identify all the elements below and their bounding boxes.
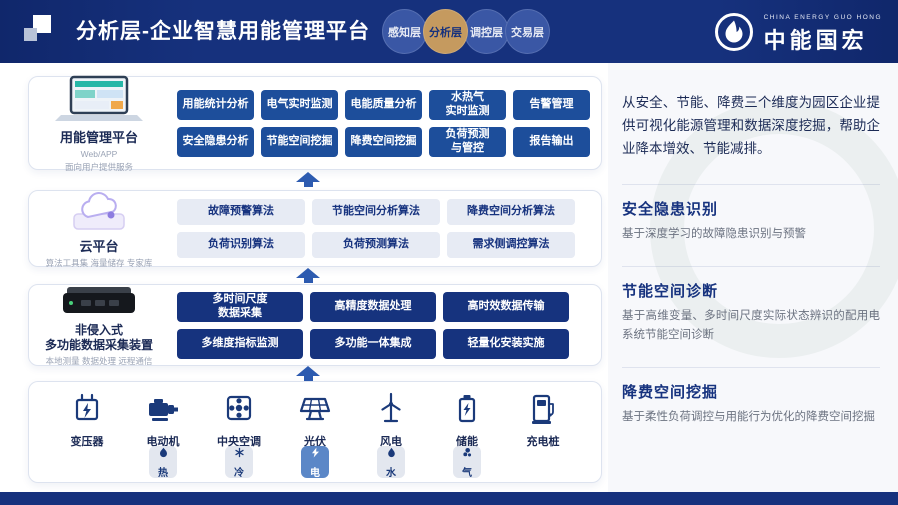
cloud-subtitle: 算法工具集 海量储存 专家库: [45, 257, 153, 268]
data-collector-icon: [55, 287, 143, 322]
algorithm-chip: 需求侧调控算法: [447, 232, 575, 258]
section-title: 安全隐患识别: [622, 200, 719, 218]
hvac-icon: [222, 391, 256, 430]
section-cost-reduction: 降费空间挖掘 基于柔性负荷调控与用能行为优化的降费空间挖掘: [622, 366, 880, 426]
heat-icon: [158, 445, 169, 463]
collector-chip: 高时效数据传输: [443, 291, 569, 322]
collector-chip: 多时间尺度 数据采集: [177, 291, 303, 322]
energy-badge-gas: 气: [453, 445, 481, 479]
feature-chip: 安全隐患分析: [177, 126, 254, 157]
section-title: 降费空间挖掘: [622, 383, 719, 401]
equipment-panel: 变压器 电动机: [28, 381, 602, 483]
collector-chip: 轻量化安装实施: [443, 328, 569, 359]
collector-panel: 非侵入式 多功能数据采集装置 本地测量 数据处理 远程通信 多时间尺度 数据采集…: [28, 284, 602, 366]
equipment-item: 储能: [429, 391, 505, 449]
tab-analysis-layer[interactable]: 分析层: [423, 9, 468, 54]
algorithm-chip: 负荷预测算法: [312, 232, 440, 258]
footer-bar: [0, 492, 898, 505]
charging-pile-icon: [526, 391, 560, 430]
collector-chip: 多维度指标监测: [177, 328, 303, 359]
collector-title: 非侵入式 多功能数据采集装置: [44, 323, 153, 353]
energy-badge-cold: 冷: [225, 445, 253, 479]
section-energy-saving: 节能空间诊断 基于高维变量、多时间尺度实际状态辨识的配用电系统节能空间诊断: [622, 266, 880, 344]
up-arrow-icon: [296, 268, 320, 283]
section-body: 基于深度学习的故障隐患识别与预警: [622, 227, 806, 240]
cloud-algorithms: 故障预警算法 节能空间分析算法 降费空间分析算法 负荷识别算法 负荷预测算法 需…: [169, 191, 601, 266]
platform-panel: 用能管理平台 Web/APP 面向用户提供服务 用能统计分析 电气实时监测 电能…: [28, 75, 602, 172]
motor-icon: [146, 391, 180, 430]
collector-chip: 多功能一体集成: [310, 328, 436, 359]
collector-panel-label: 非侵入式 多功能数据采集装置 本地测量 数据处理 远程通信: [29, 282, 169, 368]
platform-features: 用能统计分析 电气实时监测 电能质量分析 水热气 实时监测 告警管理 安全隐患分…: [169, 82, 601, 165]
collector-subtitle: 本地测量 数据处理 远程通信: [45, 356, 153, 367]
gas-icon: [462, 445, 473, 463]
algorithm-chip: 负荷识别算法: [177, 232, 305, 258]
company-name: CHINA ENERGY GUO HONG 中能国宏: [764, 14, 882, 55]
solar-panel-icon: [298, 391, 332, 430]
section-title: 节能空间诊断: [622, 283, 719, 301]
collector-chip: 高精度数据处理: [310, 291, 436, 322]
water-icon: [386, 445, 397, 463]
feature-chip: 告警管理: [513, 89, 590, 120]
section-body: 基于高维变量、多时间尺度实际状态辨识的配用电系统节能空间诊断: [622, 310, 880, 341]
feature-chip: 负荷预测 与管控: [429, 126, 506, 157]
energy-badge-water: 水: [377, 445, 405, 479]
intro-paragraph: 从安全、节能、降费三个维度为园区企业提供可视化能源管理和数据深度挖掘，帮助企业降…: [622, 95, 880, 156]
battery-icon: [450, 391, 484, 430]
slide-logo-icon: [24, 15, 58, 47]
up-arrow-icon: [296, 172, 320, 187]
feature-chip: 电能质量分析: [345, 89, 422, 120]
electricity-icon: [310, 445, 321, 463]
cloud-panel: 云平台 算法工具集 海量储存 专家库 故障预警算法 节能空间分析算法 降费空间分…: [28, 188, 602, 270]
algorithm-chip: 故障预警算法: [177, 199, 305, 225]
tab-trading-layer[interactable]: 交易层: [505, 9, 550, 54]
feature-chip: 电气实时监测: [261, 89, 338, 120]
cloud-panel-label: 云平台 算法工具集 海量储存 专家库: [29, 188, 169, 270]
cloud-title: 云平台: [79, 238, 119, 254]
feature-chip: 用能统计分析: [177, 89, 254, 120]
cloud-platform-icon: [62, 191, 136, 238]
cold-icon: [234, 445, 245, 463]
equipment-item: 变压器: [49, 391, 125, 449]
page-title: 分析层-企业智慧用能管理平台: [76, 20, 370, 43]
platform-panel-label: 用能管理平台 Web/APP 面向用户提供服务: [29, 73, 169, 174]
algorithm-chip: 降费空间分析算法: [447, 199, 575, 225]
section-safety: 安全隐患识别 基于深度学习的故障隐患识别与预警: [622, 183, 880, 243]
logo-square-white: [33, 15, 51, 33]
company-name-cn: 中能国宏: [763, 28, 868, 53]
feature-chip: 降费空间挖掘: [345, 126, 422, 157]
laptop-icon: [51, 75, 147, 129]
equipment-item: 光伏: [277, 391, 353, 449]
feature-chip: 报告输出: [513, 126, 590, 157]
layer-tabs: 感知层 分析层 调控层 交易层: [382, 9, 550, 54]
energy-badge-electricity: 电: [301, 445, 329, 479]
algorithm-chip: 节能空间分析算法: [312, 199, 440, 225]
collector-features: 多时间尺度 数据采集 高精度数据处理 高时效数据传输 多维度指标监测 多功能一体…: [169, 284, 601, 367]
equipment-item: 中央空调: [201, 391, 277, 449]
equipment-item: 充电桩: [505, 391, 581, 449]
feature-chip: 水热气 实时监测: [429, 89, 506, 120]
header: 分析层-企业智慧用能管理平台 感知层 分析层 调控层 交易层 CHINA ENE…: [0, 0, 898, 63]
equipment-row: 变压器 电动机: [29, 382, 601, 449]
wind-turbine-icon: [374, 391, 408, 430]
company-ring-icon: [713, 11, 755, 58]
feature-chip: 节能空间挖掘: [261, 126, 338, 157]
tab-perception-layer[interactable]: 感知层: [382, 9, 427, 54]
platform-subtitle: Web/APP 面向用户提供服务: [64, 148, 133, 172]
company-logo: CHINA ENERGY GUO HONG 中能国宏: [713, 11, 882, 58]
platform-title: 用能管理平台: [59, 129, 138, 145]
transformer-icon: [70, 391, 104, 430]
company-name-en: CHINA ENERGY GUO HONG: [763, 14, 882, 21]
equipment-item: 电动机: [125, 391, 201, 449]
section-body: 基于柔性负荷调控与用能行为优化的降费空间挖掘: [622, 410, 875, 423]
energy-badge-heat: 热: [149, 445, 177, 479]
equipment-item: 风电: [353, 391, 429, 449]
tab-control-layer[interactable]: 调控层: [464, 9, 509, 54]
description-column: 从安全、节能、降费三个维度为园区企业提供可视化能源管理和数据深度挖掘，帮助企业降…: [622, 92, 880, 426]
logo-square-gray: [24, 28, 37, 41]
up-arrow-icon: [296, 366, 320, 381]
